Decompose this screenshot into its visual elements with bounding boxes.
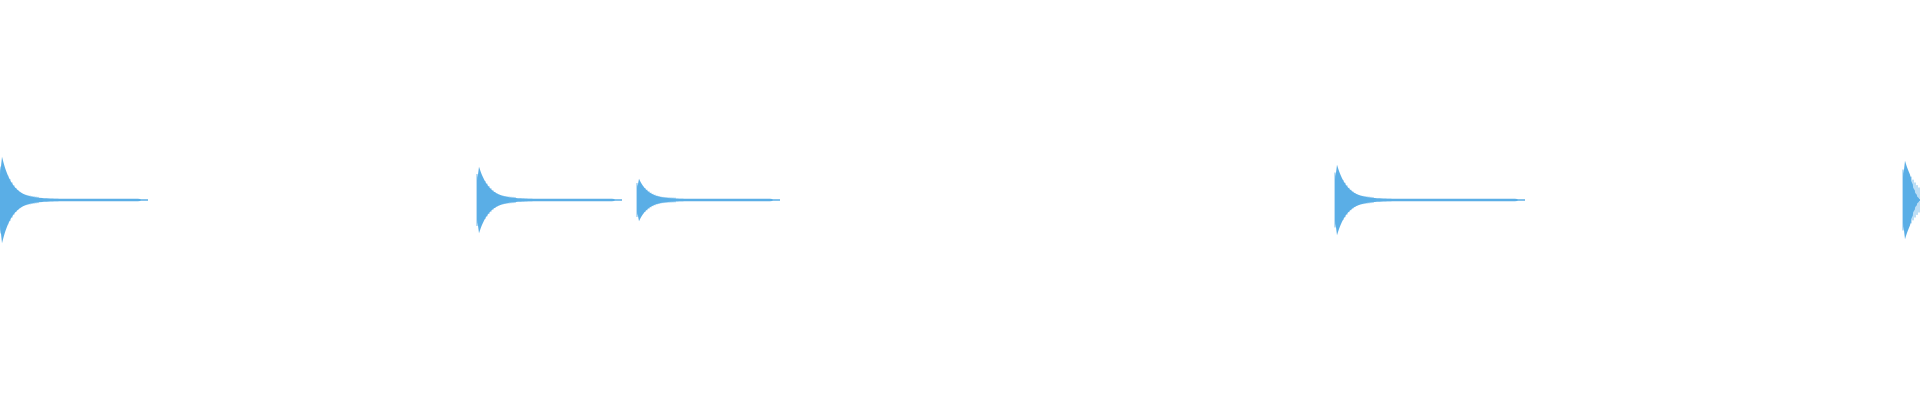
waveform-clips	[0, 156, 1920, 244]
waveform-clip-1	[0, 156, 148, 244]
waveform-clip-2	[476, 166, 622, 234]
waveform-clip-3	[636, 178, 780, 222]
waveform-clip-4	[1334, 164, 1525, 236]
waveform-clip-5	[1902, 160, 1920, 240]
